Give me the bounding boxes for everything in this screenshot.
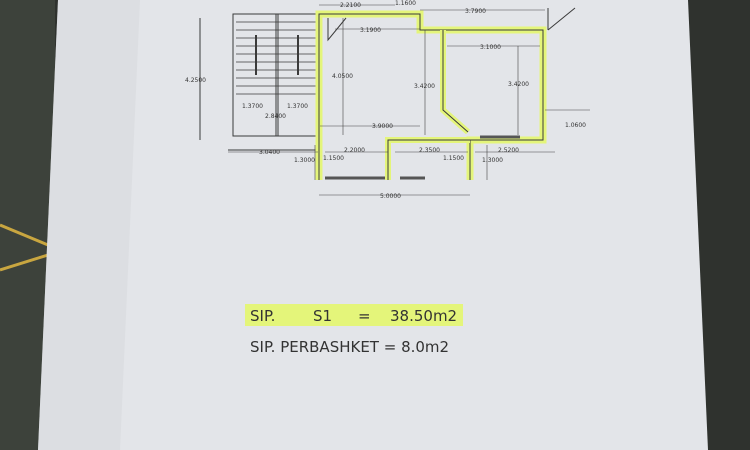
dim-room2-height-right: 3.4200 [508,81,529,88]
dimension-labels: 2.2100 1.1600 3.7900 3.1900 3.1000 4.250… [185,0,586,200]
dim-room1-inner-width: 3.1900 [360,27,381,34]
dim-stair-flight-left: 1.3700 [242,103,263,110]
dim-stair-height: 4.2500 [185,77,206,84]
paper-shadow [38,0,140,450]
dim-stair-flight-right: 1.3700 [287,103,308,110]
dim-top-right-width: 3.7900 [465,8,486,15]
s1-highlight [245,304,463,326]
dim-left-depth: 1.3000 [294,157,315,164]
dim-room2-height-left: 3.4200 [414,83,435,90]
shared-area: SIP. PERBASHKET = 8.0m2 [250,338,449,356]
dim-right-inner-depth: 1.1500 [443,155,464,162]
dim-stair-total-width: 2.8400 [265,113,286,120]
dim-room1-bottom-width: 3.9000 [372,123,393,130]
dimension-lines [228,4,590,196]
paper-sheet [38,0,708,450]
dim-right-depth: 1.3000 [482,157,503,164]
walls [315,7,576,180]
s1-value: 38.50m2 [390,307,457,325]
dim-corridor-right: 2.3500 [419,147,440,154]
dim-left-offset: 3.0400 [259,149,280,156]
area-summary: SIP. S1 = 38.50m2 SIP. PERBASHKET = 8.0m… [250,307,457,356]
dim-corridor-width: 2.2000 [344,147,365,154]
dim-balcony-offset: 1.0600 [565,122,586,129]
s1-label: SIP. [250,307,275,325]
dim-top-left-width: 2.2100 [340,2,361,9]
yellow-cord [0,223,49,272]
dim-top-small: 1.1600 [395,0,416,7]
dim-room2-inner-width: 3.1000 [480,44,501,51]
s1-name: S1 [313,307,332,325]
dim-room1-height: 4.0500 [332,73,353,80]
dim-right-lower-width: 2.5200 [498,147,519,154]
dim-left-inner-depth: 1.1500 [323,155,344,162]
dim-total-width: 5.0000 [380,193,401,200]
s1-equals: = [358,307,371,325]
